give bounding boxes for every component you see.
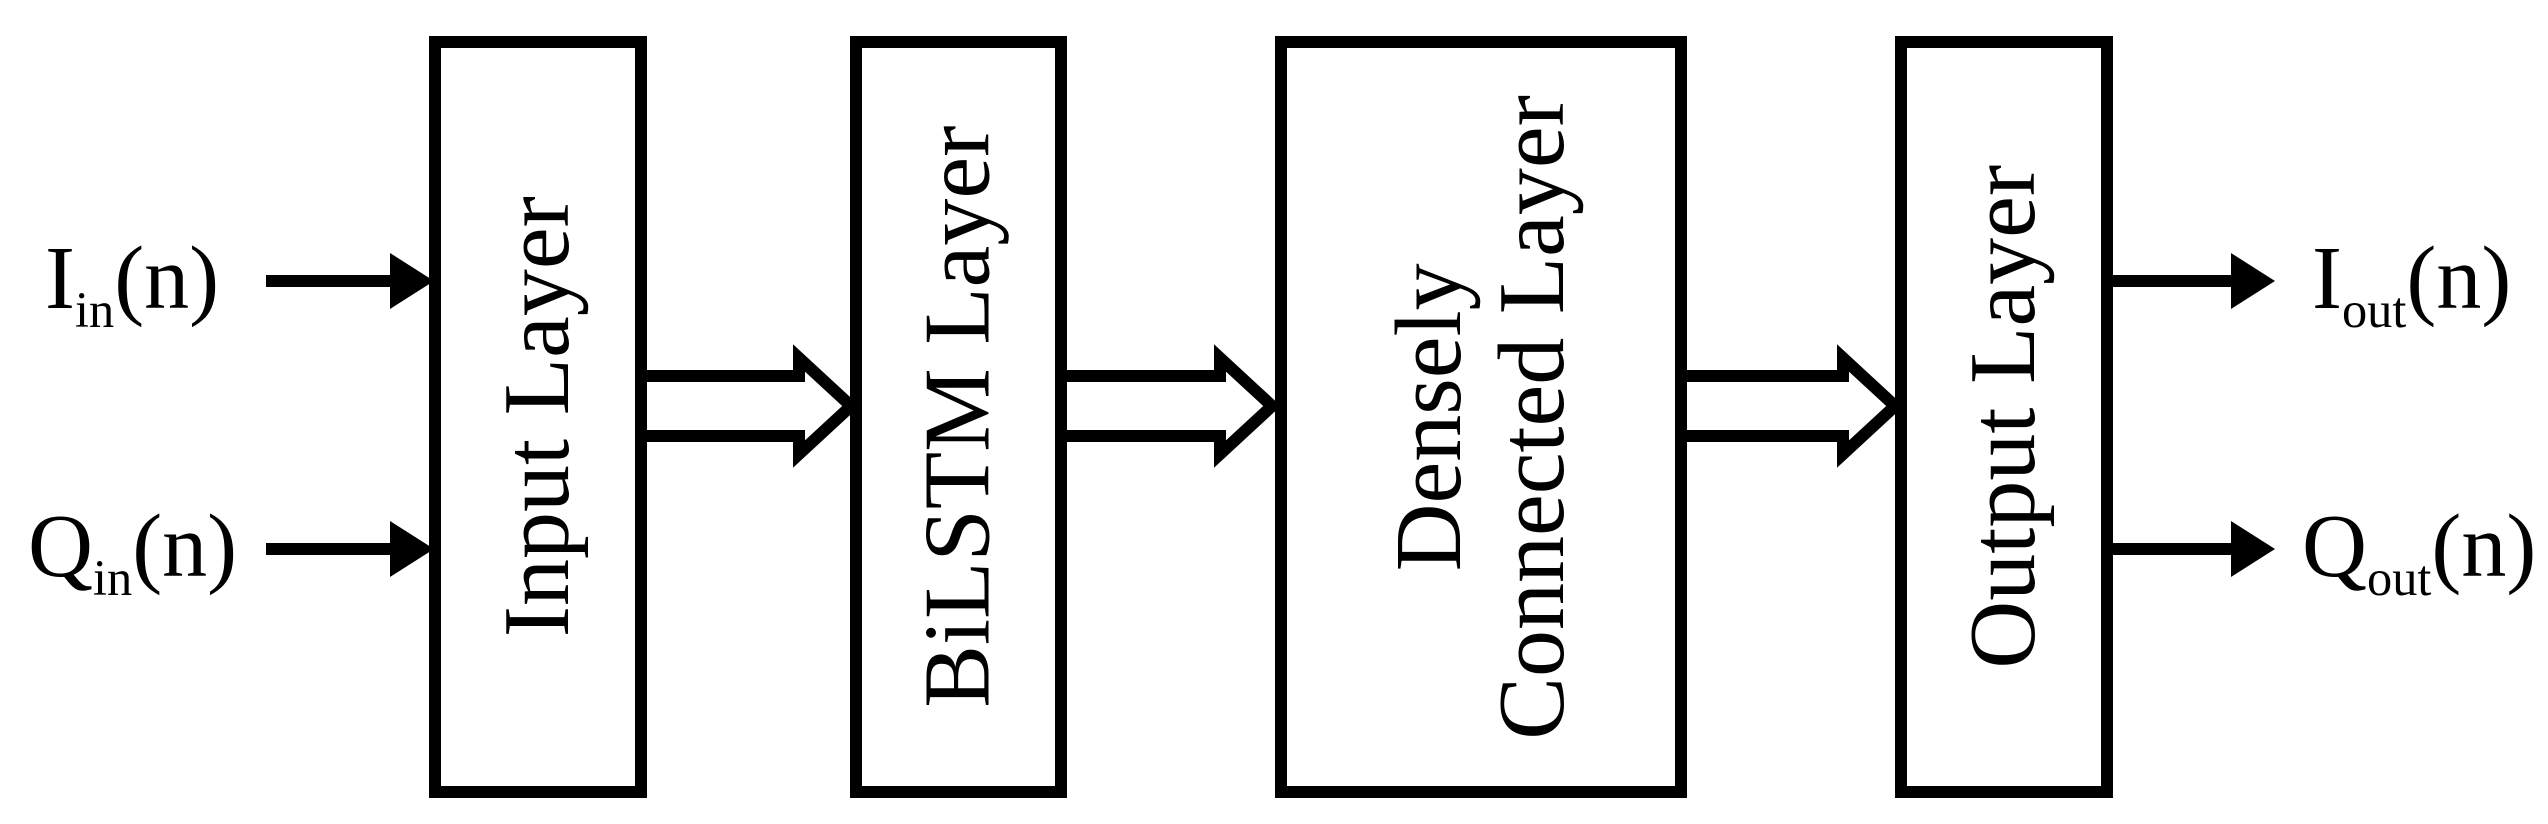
arrow-i-in	[266, 253, 434, 309]
signal-base: I	[2312, 229, 2342, 329]
layer-box-bilstm: BiLSTM Layer	[850, 36, 1067, 798]
output-label-q-out: Qout(n)	[2302, 502, 2536, 604]
signal-subscript: in	[74, 282, 115, 339]
signal-suffix: (n)	[2406, 229, 2512, 329]
signal-base: Q	[2302, 497, 2367, 597]
signal-base: Q	[28, 497, 93, 597]
layer-label-bilstm: BiLSTM Layer	[905, 125, 1010, 709]
block-arrow-bilstm-to-densely	[1055, 344, 1281, 468]
signal-base: I	[45, 229, 75, 329]
layer-box-input: Input Layer	[429, 36, 647, 798]
layer-label-densely-connected: Densely Connected Layer	[1376, 94, 1585, 740]
signal-subscript: out	[2341, 282, 2407, 339]
layer-label-input: Input Layer	[485, 196, 590, 638]
arrow-q-in	[266, 521, 434, 577]
signal-suffix: (n)	[114, 229, 220, 329]
layer-label-line: Input Layer	[485, 196, 590, 638]
signal-subscript: out	[2367, 550, 2432, 607]
output-label-i-out: Iout(n)	[2312, 234, 2511, 336]
layer-label-line: Connected Layer	[1480, 94, 1584, 740]
layer-label-line: Densely	[1376, 262, 1481, 572]
block-arrow-densely-to-output	[1675, 344, 1904, 468]
layer-label-line: BiLSTM Layer	[905, 125, 1010, 709]
signal-subscript: in	[93, 550, 133, 607]
layer-box-output: Output Layer	[1895, 36, 2113, 798]
arrow-i-out	[2110, 253, 2275, 309]
input-label-q-in: Qin(n)	[28, 502, 237, 604]
layer-box-densely-connected: Densely Connected Layer	[1275, 36, 1687, 798]
layer-label-line: Output Layer	[1951, 165, 2056, 669]
layer-label-output: Output Layer	[1951, 165, 2056, 669]
block-arrow-input-to-bilstm	[635, 344, 860, 468]
arrow-q-out	[2110, 521, 2275, 577]
signal-suffix: (n)	[132, 497, 238, 597]
signal-suffix: (n)	[2431, 497, 2537, 597]
input-label-i-in: Iin(n)	[45, 234, 219, 336]
